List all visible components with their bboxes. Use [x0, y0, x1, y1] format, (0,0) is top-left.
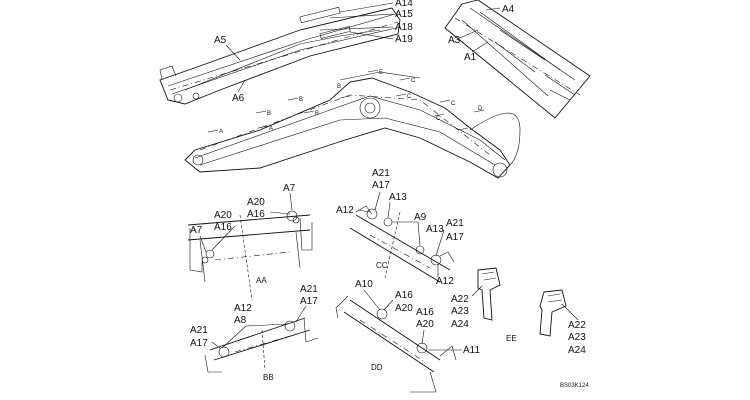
label-a12-cc-right: A12 [436, 276, 454, 287]
label-a21-cc: A21 [372, 168, 390, 179]
label-a5: A5 [214, 35, 227, 46]
arm-tip-assembly [444, 0, 591, 119]
boom-assembly [184, 69, 521, 179]
label-a18: A18 [395, 22, 413, 33]
section-letter-d: D [478, 106, 483, 112]
section-letter-c1: C [411, 78, 416, 84]
label-a7-aa-right: A7 [283, 183, 296, 194]
label-a3: A3 [448, 35, 461, 46]
leader-a3 [459, 29, 479, 39]
section-dd [335, 295, 457, 393]
label-a19: A19 [395, 34, 413, 45]
leaders-ee [471, 285, 579, 321]
section-letter-b2: B [299, 97, 303, 103]
label-a17-cc: A17 [372, 180, 390, 191]
label-a16-dd-bottom: A16 [416, 307, 434, 318]
section-cc [349, 205, 455, 283]
leaders-aa [199, 192, 293, 253]
label-a20-aa-left: A20 [214, 210, 232, 221]
section-title-cc: CC [376, 261, 388, 270]
label-a6: A6 [232, 93, 245, 104]
section-title-dd: DD [371, 363, 383, 372]
section-letter-b1: B [267, 111, 271, 117]
label-a17-bb: A17 [300, 296, 318, 307]
label-a14: A14 [395, 0, 413, 9]
section-title-bb: BB [263, 373, 274, 382]
leader-a4 [485, 7, 501, 11]
label-a24-ee-left: A24 [451, 319, 469, 330]
label-a16-dd-top: A16 [395, 290, 413, 301]
label-a21-bb-left: A21 [190, 325, 208, 336]
label-a20-dd-bottom: A20 [416, 319, 434, 330]
leaders-cc [357, 191, 445, 277]
label-a8-bb: A8 [234, 315, 247, 326]
label-a13-cc-right: A13 [426, 224, 444, 235]
section-letter-e: E [379, 70, 383, 76]
leader-a1 [471, 41, 489, 53]
section-letter-c2: C [407, 94, 412, 100]
label-a12-cc-left: A12 [336, 205, 354, 216]
label-a23-ee-left: A23 [451, 306, 469, 317]
label-a4: A4 [502, 4, 515, 15]
arm-assembly [159, 6, 401, 105]
label-a15: A15 [395, 9, 413, 20]
drawing-code: BS03K124 [560, 383, 589, 389]
label-a12-bb: A12 [234, 303, 252, 314]
label-a24-ee-right: A24 [568, 345, 586, 356]
leader-a14-a19 [319, 2, 394, 40]
section-title-aa: AA [256, 276, 267, 285]
label-a13-cc-top: A13 [389, 192, 407, 203]
label-a1: A1 [464, 52, 477, 63]
label-a22-ee-right: A22 [568, 320, 586, 331]
label-a17-bb-left: A17 [190, 338, 208, 349]
section-letter-b4: B [337, 84, 341, 90]
label-a22-ee-left: A22 [451, 294, 469, 305]
leaders-dd [363, 289, 462, 351]
section-ee [477, 267, 567, 337]
section-aa [187, 210, 313, 301]
label-a11-dd: A11 [463, 345, 480, 356]
label-a16-aa-right: A16 [247, 209, 265, 220]
label-a7-aa-left: A7 [190, 225, 203, 236]
section-letter-c3: C [451, 101, 456, 107]
section-bb [204, 317, 319, 373]
section-title-ee: EE [506, 334, 517, 343]
label-a21-bb: A21 [300, 284, 318, 295]
label-a16-aa-left: A16 [214, 222, 232, 233]
leader-a6 [237, 79, 246, 93]
label-a20-aa-right: A20 [247, 197, 265, 208]
section-letter-b3: B [315, 111, 319, 117]
leaders-bb [211, 305, 307, 349]
label-a23-ee-right: A23 [568, 332, 586, 343]
leader-a5 [225, 44, 241, 61]
label-a20-dd-top: A20 [395, 303, 413, 314]
label-a21-cc-right: A21 [446, 218, 464, 229]
label-a9-cc: A9 [414, 212, 427, 223]
section-letter-c4: C [436, 116, 441, 122]
label-a17-cc-right: A17 [446, 232, 464, 243]
section-letter-a1: A [219, 129, 223, 135]
section-letter-a2: A [269, 126, 273, 132]
label-a10-dd: A10 [355, 279, 373, 290]
